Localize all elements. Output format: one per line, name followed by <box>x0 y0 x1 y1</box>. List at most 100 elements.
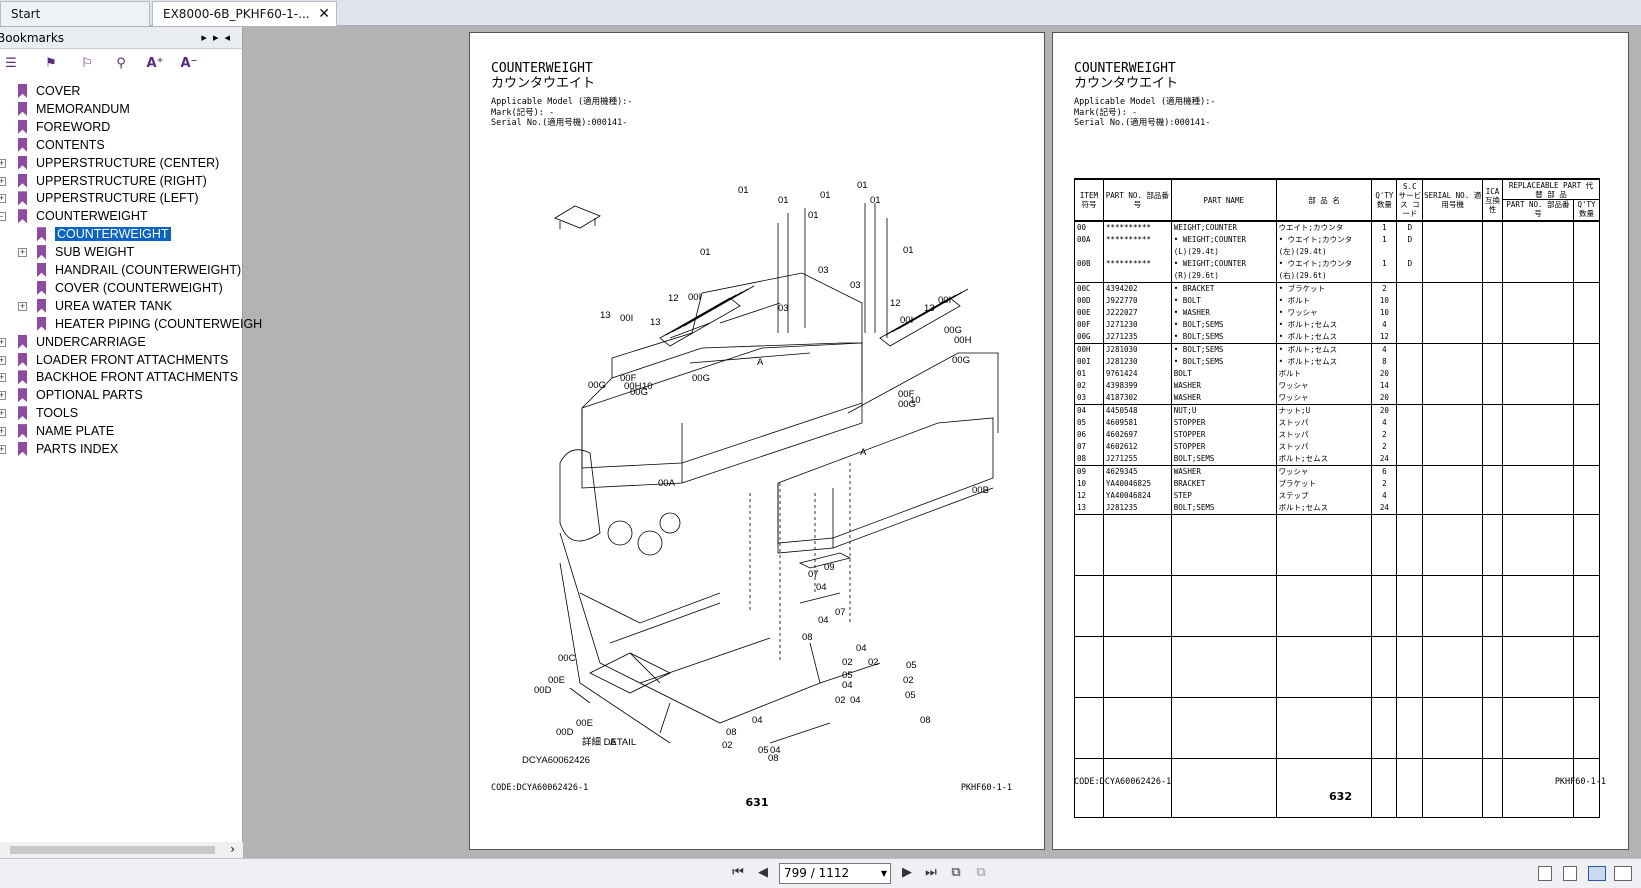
bookmark-item[interactable]: UPPERSTRUCTURE (CENTER) <box>18 155 219 172</box>
callout-label: 00I <box>620 313 633 324</box>
facing-view-icon[interactable] <box>1588 866 1606 881</box>
cell-qty: 4 <box>1371 343 1398 356</box>
collapse-icon[interactable]: - <box>0 212 6 222</box>
bookmark-item[interactable]: COUNTERWEIGHT <box>37 226 171 243</box>
increase-text-icon[interactable]: A⁺ <box>146 56 164 71</box>
scroll-right-icon[interactable]: › <box>230 842 235 856</box>
expand-icon[interactable]: + <box>0 355 6 365</box>
bookmark-item[interactable]: NAME PLATE <box>18 423 114 440</box>
callout-label: 01 <box>700 247 711 258</box>
cell-empty <box>1572 319 1601 331</box>
previous-page-icon[interactable]: ◀ <box>758 865 768 880</box>
cell-empty <box>1501 429 1574 441</box>
expand-panel-icon[interactable]: ▸▸ <box>201 31 225 44</box>
page-number-field[interactable]: 799 / 1112▼ <box>779 863 891 884</box>
bookmark-item[interactable]: HANDRAIL (COUNTERWEIGHT) <box>37 262 241 279</box>
bookmark-item[interactable]: LOADER FRONT ATTACHMENTS <box>18 352 228 369</box>
cell-empty <box>1396 697 1424 759</box>
cell-empty <box>1501 441 1574 453</box>
bookmark-icon <box>18 155 27 170</box>
expand-icon[interactable]: + <box>0 176 6 186</box>
cell-empty <box>1501 319 1574 331</box>
bookmarks-title: Bookmarks <box>0 31 65 45</box>
horizontal-scrollbar[interactable]: › <box>0 842 243 858</box>
cell-empty <box>1275 697 1373 759</box>
expand-icon[interactable]: + <box>18 247 27 258</box>
cell-item: 00H <box>1074 343 1104 356</box>
first-page-icon[interactable]: ⏮ <box>732 865 744 880</box>
cell-empty <box>1501 234 1574 246</box>
bookmark-item[interactable]: UNDERCARRIAGE <box>18 334 146 351</box>
bookmark-label: PARTS INDEX <box>36 442 119 456</box>
chevron-down-icon[interactable]: ▼ <box>880 869 887 878</box>
cell-empty <box>1170 758 1277 818</box>
continuous-view-icon[interactable] <box>1563 866 1577 881</box>
close-icon[interactable]: ✕ <box>318 6 330 22</box>
bookmark-label: COUNTERWEIGHT <box>36 209 148 224</box>
cell-name: BOLT;SEMS <box>1170 453 1277 466</box>
callout-label: 08 <box>768 753 779 764</box>
single-page-view-icon[interactable] <box>1538 866 1552 881</box>
bookmark-item[interactable]: COUNTERWEIGHT <box>18 208 148 225</box>
tab-start[interactable]: Start <box>0 1 150 26</box>
decrease-text-icon[interactable]: A⁻ <box>180 56 198 71</box>
expand-icon[interactable]: + <box>0 427 6 437</box>
bookmark-item[interactable]: COVER <box>18 83 80 100</box>
cell-jp: ストッパ <box>1275 429 1373 441</box>
cell-qty: 2 <box>1371 441 1398 453</box>
next-page-icon[interactable]: ▶ <box>902 865 912 880</box>
find-bookmark-icon[interactable]: ⚲ <box>116 56 126 71</box>
scrollbar-thumb[interactable] <box>10 846 215 854</box>
bookmark-item[interactable]: OPTIONAL PARTS <box>18 387 143 404</box>
bookmark-item[interactable]: UPPERSTRUCTURE (RIGHT) <box>18 173 207 190</box>
cell-empty <box>1572 331 1601 344</box>
expand-icon[interactable]: + <box>18 300 27 311</box>
bookmark-item[interactable]: BACKHOE FRONT ATTACHMENTS <box>18 369 238 386</box>
last-page-icon[interactable]: ⏭ <box>925 865 937 880</box>
bookmark-item[interactable]: FOREWORD <box>18 119 110 136</box>
cell-item: 06 <box>1074 429 1104 441</box>
expand-icon[interactable]: + <box>0 337 6 347</box>
bookmark-item[interactable]: MEMORANDUM <box>18 101 130 118</box>
cell-empty <box>1422 429 1484 441</box>
cell-empty <box>1572 392 1601 405</box>
callout-label: 05 <box>758 745 769 756</box>
callout-label: 04 <box>816 582 827 593</box>
expand-icon[interactable]: + <box>0 158 6 168</box>
next-view-icon[interactable]: ⧉ <box>976 865 986 880</box>
diagram-linework <box>554 203 999 744</box>
tab-document[interactable]: EX8000-6B_PKHF60-1-...✕ <box>152 1 337 26</box>
continuous-facing-view-icon[interactable] <box>1614 866 1632 881</box>
cell-empty <box>1482 368 1503 380</box>
bookmark-item[interactable]: SUB WEIGHT <box>37 244 134 261</box>
bookmark-item[interactable]: HEATER PIPING (COUNTERWEIGH <box>37 316 262 333</box>
bookmark-item[interactable]: UPPERSTRUCTURE (LEFT) <box>18 190 199 207</box>
add-bookmark-icon[interactable]: ⚑ <box>45 56 57 71</box>
new-bookmark-icon[interactable]: ⚐ <box>81 56 93 71</box>
expand-icon[interactable]: + <box>0 373 6 383</box>
previous-view-icon[interactable]: ⧉ <box>951 865 961 880</box>
collapse-panel-icon[interactable]: ◂ <box>224 31 236 44</box>
cell-jp: ワッシャ <box>1275 380 1373 392</box>
cell-empty <box>1102 575 1172 637</box>
callout-label: 00D <box>534 685 552 696</box>
cell-name: BOLT;SEMS <box>1170 502 1277 515</box>
expand-icon[interactable]: + <box>0 409 6 419</box>
bookmark-options-icon[interactable]: ☰ <box>5 56 17 71</box>
cell-qty: 1 <box>1371 258 1398 270</box>
bookmark-item[interactable]: UREA WATER TANK <box>37 298 172 315</box>
bookmark-item[interactable]: CONTENTS <box>18 137 105 154</box>
footer-code: CODE:DCYA60062426-1 <box>491 783 589 793</box>
bookmark-item[interactable]: TOOLS <box>18 405 78 422</box>
expand-icon[interactable]: + <box>0 194 6 204</box>
cell-empty <box>1422 246 1484 258</box>
bookmark-item[interactable]: PARTS INDEX <box>18 441 118 458</box>
page-title: COUNTERWEIGHT カウンタウエイト <box>1074 61 1178 91</box>
bookmark-icon <box>18 84 27 98</box>
expand-icon[interactable]: + <box>0 445 6 454</box>
cell-sc <box>1396 331 1424 344</box>
cell-empty <box>1501 270 1574 283</box>
expand-icon[interactable]: + <box>0 391 6 401</box>
bookmark-item[interactable]: COVER (COUNTERWEIGHT) <box>37 280 223 297</box>
